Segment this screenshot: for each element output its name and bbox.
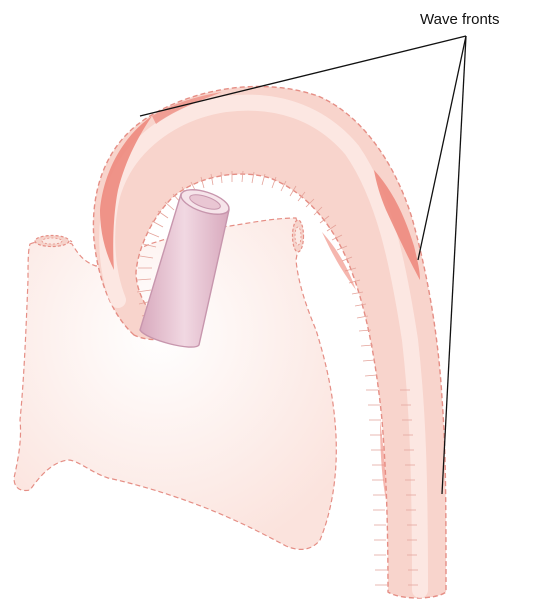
leader-line-descending xyxy=(418,36,466,260)
wave-fronts-label: Wave fronts xyxy=(420,11,499,28)
right-vessel-stump xyxy=(293,220,304,252)
leader-line-lower xyxy=(442,36,466,494)
